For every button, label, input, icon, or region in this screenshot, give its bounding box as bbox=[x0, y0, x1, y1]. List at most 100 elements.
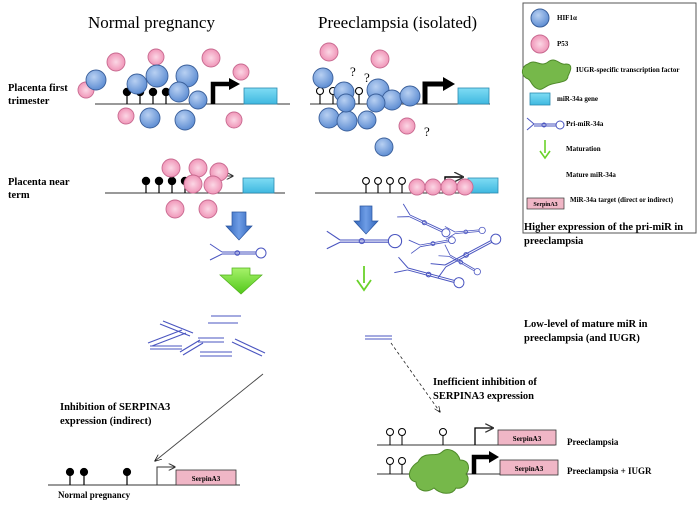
pri-mir-hairpin bbox=[408, 236, 456, 254]
first-trimester-label: Placenta first trimester bbox=[8, 83, 68, 107]
unmethylated-marks bbox=[386, 457, 406, 474]
note-inefficient: Inefficient inhibition of SERPINA3 expre… bbox=[433, 377, 537, 402]
hif1a-protein bbox=[381, 89, 403, 111]
question-mark: ? bbox=[424, 124, 430, 139]
hif1a-protein bbox=[336, 93, 356, 113]
hif1a-protein bbox=[168, 81, 190, 103]
normal-pathway-arrows bbox=[219, 211, 263, 295]
legend-gene: miR-34a gene bbox=[557, 95, 599, 103]
p53-protein bbox=[456, 178, 474, 196]
legend-hif1a: HIF1α bbox=[557, 14, 577, 22]
pri-mir-hairpin bbox=[438, 244, 481, 276]
maturation-arrow-icon bbox=[219, 267, 263, 295]
promoter-arrowhead-icon bbox=[229, 78, 240, 90]
pe-iugr-serpina3: SerpinA3 bbox=[377, 449, 559, 494]
mirna-strand bbox=[151, 332, 187, 347]
normal-serpina3: SerpinA3 bbox=[48, 467, 240, 486]
hif1a-protein bbox=[318, 107, 340, 129]
pri-mir-hairpins bbox=[209, 203, 502, 289]
mirna-strand bbox=[234, 338, 266, 354]
mirna-strand bbox=[159, 323, 191, 337]
p53-protein bbox=[319, 42, 339, 62]
serpin-legend-label: SerpinA3 bbox=[533, 202, 557, 208]
legend-target: MiR-34a target (direct or indirect) bbox=[570, 196, 674, 204]
iugr-factor-blob bbox=[409, 449, 469, 494]
mirna-strand bbox=[147, 329, 183, 344]
unmethylated-marks bbox=[386, 428, 447, 445]
pri-mir-hairpin bbox=[326, 230, 403, 250]
outcome-normal: Normal pregnancy bbox=[58, 490, 131, 500]
p53-protein bbox=[106, 52, 126, 72]
hif1a-protein bbox=[145, 64, 169, 88]
hif1a-protein bbox=[374, 137, 394, 157]
serpina3-label: SerpinA3 bbox=[513, 435, 542, 443]
mirna-strand bbox=[182, 342, 204, 356]
legend: SerpinA3 bbox=[521, 2, 697, 234]
maturation-arrowhead-icon bbox=[356, 279, 372, 292]
pri-mir-hairpin bbox=[394, 256, 465, 289]
pri-mir-hairpin bbox=[444, 226, 486, 240]
mir34a-gene-box bbox=[243, 87, 278, 105]
promoter-arrow-icon bbox=[471, 454, 492, 474]
transcription-arrow-icon bbox=[225, 211, 253, 241]
near-term-label: Placenta near term bbox=[8, 177, 70, 201]
p53-protein bbox=[398, 117, 416, 135]
serpina3-gene-box bbox=[175, 469, 237, 486]
p53-protein bbox=[201, 48, 221, 68]
normal-first-trimester bbox=[95, 78, 290, 105]
pe-pathway-arrows bbox=[353, 205, 379, 292]
question-marks: ? ? ? bbox=[350, 64, 430, 139]
p53-protein bbox=[225, 111, 243, 129]
question-mark: ? bbox=[364, 70, 370, 85]
pri-mir-hairpin bbox=[397, 203, 451, 238]
p53-protein bbox=[232, 63, 250, 81]
pe-serpina3: SerpinA3 bbox=[377, 428, 557, 446]
iugr-factor-icon bbox=[521, 59, 572, 90]
hif1a-protein bbox=[336, 110, 358, 132]
promoter-arrow-icon bbox=[156, 467, 175, 485]
legend-pri-mir: Pri-miR-34a bbox=[566, 120, 604, 128]
serpina3-label: SerpinA3 bbox=[192, 475, 221, 483]
p53-icon bbox=[530, 34, 550, 54]
note-higher-expression: Higher expression of the pri-miR in pree… bbox=[524, 222, 684, 247]
outcome-preeclampsia-iugr: Preeclampsia + IUGR bbox=[567, 466, 652, 476]
legend-mature: Mature miR-34a bbox=[566, 171, 616, 179]
transcription-arrow-icon bbox=[353, 205, 379, 235]
hif1a-protein bbox=[188, 90, 208, 110]
p53-protein bbox=[165, 199, 185, 219]
legend-box bbox=[522, 2, 697, 234]
p53-protein bbox=[198, 199, 218, 219]
maturation-icon bbox=[539, 140, 551, 160]
serpina3-label: SerpinA3 bbox=[515, 465, 544, 473]
transcription-factors bbox=[77, 42, 474, 219]
p53-protein bbox=[183, 174, 203, 194]
mirna-strand bbox=[231, 341, 263, 357]
hif1a-protein bbox=[174, 109, 196, 131]
note-inhibition: Inhibition of SERPINA3 expression (indir… bbox=[60, 402, 171, 427]
preeclampsia-column-title: Preeclampsia (isolated) bbox=[318, 13, 478, 32]
promoter-arrowhead-icon bbox=[443, 77, 455, 91]
mirna-strand bbox=[162, 320, 194, 334]
mir34a-gene-box bbox=[457, 87, 490, 105]
pri-mir-hairpin bbox=[430, 233, 502, 278]
hif1a-icon bbox=[530, 8, 550, 28]
promoter-arrowhead-icon bbox=[489, 451, 499, 463]
p53-protein bbox=[424, 178, 442, 196]
note-low-level: Low-level of mature miR in preeclampsia … bbox=[524, 319, 648, 344]
pri-mir-hairpin bbox=[209, 243, 267, 261]
mirna-strand bbox=[179, 339, 201, 353]
hif1a-protein bbox=[85, 69, 107, 91]
p53-protein bbox=[117, 107, 135, 125]
inhibition-arrow bbox=[155, 373, 264, 461]
promoter-arrow-icon bbox=[210, 81, 232, 104]
serpina3-gene-box bbox=[497, 429, 557, 446]
p53-protein bbox=[408, 178, 426, 196]
serpina3-gene-box bbox=[499, 459, 559, 476]
promoter-arrow-icon bbox=[422, 81, 446, 104]
p53-protein bbox=[203, 175, 223, 195]
hif1a-protein bbox=[139, 107, 161, 129]
outcome-preeclampsia: Preeclampsia bbox=[567, 437, 619, 447]
legend-p53: P53 bbox=[557, 40, 569, 48]
